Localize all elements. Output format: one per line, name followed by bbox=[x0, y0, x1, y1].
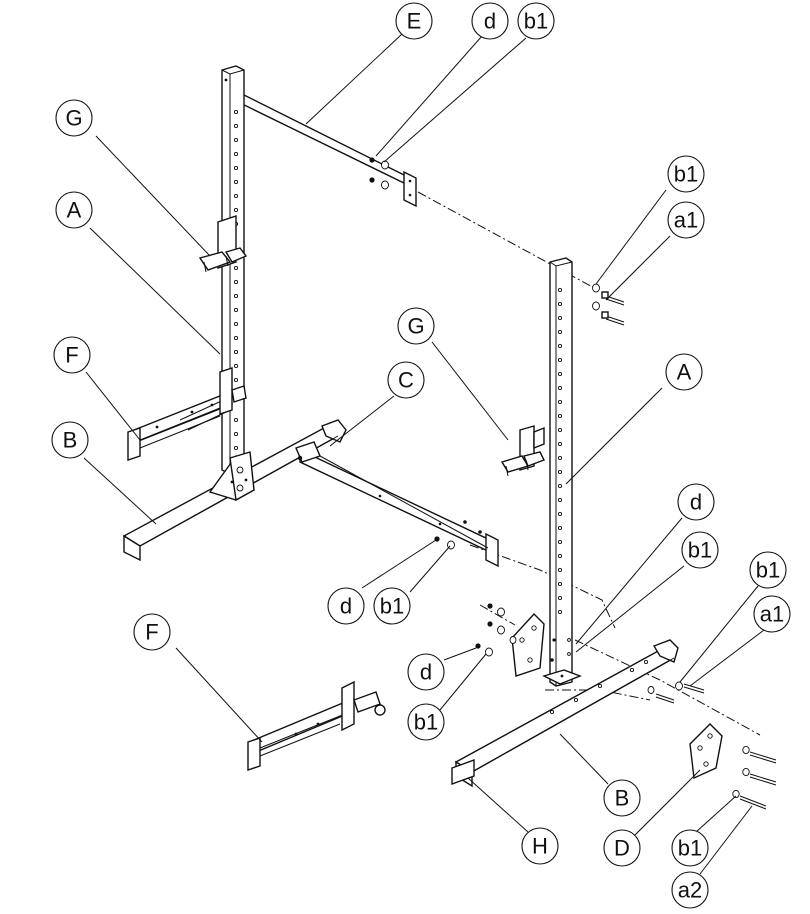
svg-text:G: G bbox=[407, 314, 424, 339]
middle-plate-d-hardware bbox=[475, 603, 545, 677]
label-b1-top: b1 bbox=[517, 2, 555, 40]
label-a-right: A bbox=[665, 353, 703, 391]
svg-text:d: d bbox=[420, 660, 432, 685]
label-b-left: B bbox=[51, 421, 89, 459]
svg-text:b1: b1 bbox=[688, 538, 712, 563]
svg-text:H: H bbox=[532, 834, 548, 859]
svg-text:d: d bbox=[484, 9, 496, 34]
label-d-top: d bbox=[471, 2, 509, 40]
label-g-right: G bbox=[397, 307, 435, 345]
middle-bar-c bbox=[295, 441, 499, 568]
svg-text:a1: a1 bbox=[674, 208, 698, 233]
left-j-hook-g bbox=[198, 215, 248, 273]
svg-text:C: C bbox=[398, 368, 414, 393]
svg-text:b1: b1 bbox=[380, 594, 404, 619]
left-base-b bbox=[122, 419, 347, 562]
svg-text:F: F bbox=[145, 620, 158, 645]
label-b1-right: b1 bbox=[681, 531, 719, 569]
upper-right-bolts bbox=[592, 283, 625, 326]
svg-text:F: F bbox=[65, 343, 78, 368]
label-b1-mid: b1 bbox=[373, 587, 411, 625]
lower-plate-d bbox=[689, 723, 723, 780]
svg-text:a1: a1 bbox=[760, 602, 784, 627]
svg-text:b1: b1 bbox=[414, 710, 438, 735]
leader-lines bbox=[83, 33, 765, 875]
label-a-left: A bbox=[55, 191, 93, 229]
label-f-lower: F bbox=[133, 613, 171, 651]
svg-text:b1: b1 bbox=[674, 162, 698, 187]
svg-text:d: d bbox=[340, 594, 352, 619]
left-spotter-arm-f bbox=[127, 367, 247, 461]
label-g-left: G bbox=[55, 99, 93, 137]
alignment-lines bbox=[417, 191, 761, 736]
label-d-mid: d bbox=[327, 587, 365, 625]
svg-text:D: D bbox=[614, 836, 630, 861]
svg-text:E: E bbox=[407, 9, 422, 34]
label-a1-far-right: a1 bbox=[753, 595, 791, 633]
svg-text:B: B bbox=[615, 786, 630, 811]
right-j-hook-g bbox=[500, 425, 545, 477]
label-a2-bottom: a2 bbox=[671, 871, 709, 909]
right-upright-a bbox=[542, 257, 582, 687]
label-e: E bbox=[395, 2, 433, 40]
svg-text:a2: a2 bbox=[678, 878, 702, 903]
label-d-lower: d bbox=[407, 653, 445, 691]
svg-text:d: d bbox=[690, 490, 702, 515]
label-c: C bbox=[387, 361, 425, 399]
label-b1-far-right: b1 bbox=[749, 551, 787, 589]
label-b-right: B bbox=[603, 779, 641, 817]
label-b1-upper-right: b1 bbox=[667, 155, 705, 193]
svg-text:A: A bbox=[677, 360, 692, 385]
crossbar-e bbox=[235, 90, 417, 208]
lower-right-bolts bbox=[647, 681, 777, 810]
svg-text:b1: b1 bbox=[524, 9, 548, 34]
svg-text:b1: b1 bbox=[678, 836, 702, 861]
label-d-plate: D bbox=[603, 829, 641, 867]
label-b1-lower: b1 bbox=[407, 703, 445, 741]
label-b1-bottom: b1 bbox=[671, 829, 709, 867]
svg-text:A: A bbox=[67, 198, 82, 223]
svg-text:B: B bbox=[63, 428, 78, 453]
detached-spotter-arm-f bbox=[247, 680, 386, 771]
label-d-right: d bbox=[677, 483, 715, 521]
label-a1-upper-right: a1 bbox=[667, 201, 705, 239]
label-f-left: F bbox=[53, 336, 91, 374]
svg-text:G: G bbox=[65, 106, 82, 131]
label-h: H bbox=[521, 827, 559, 865]
svg-text:b1: b1 bbox=[756, 558, 780, 583]
